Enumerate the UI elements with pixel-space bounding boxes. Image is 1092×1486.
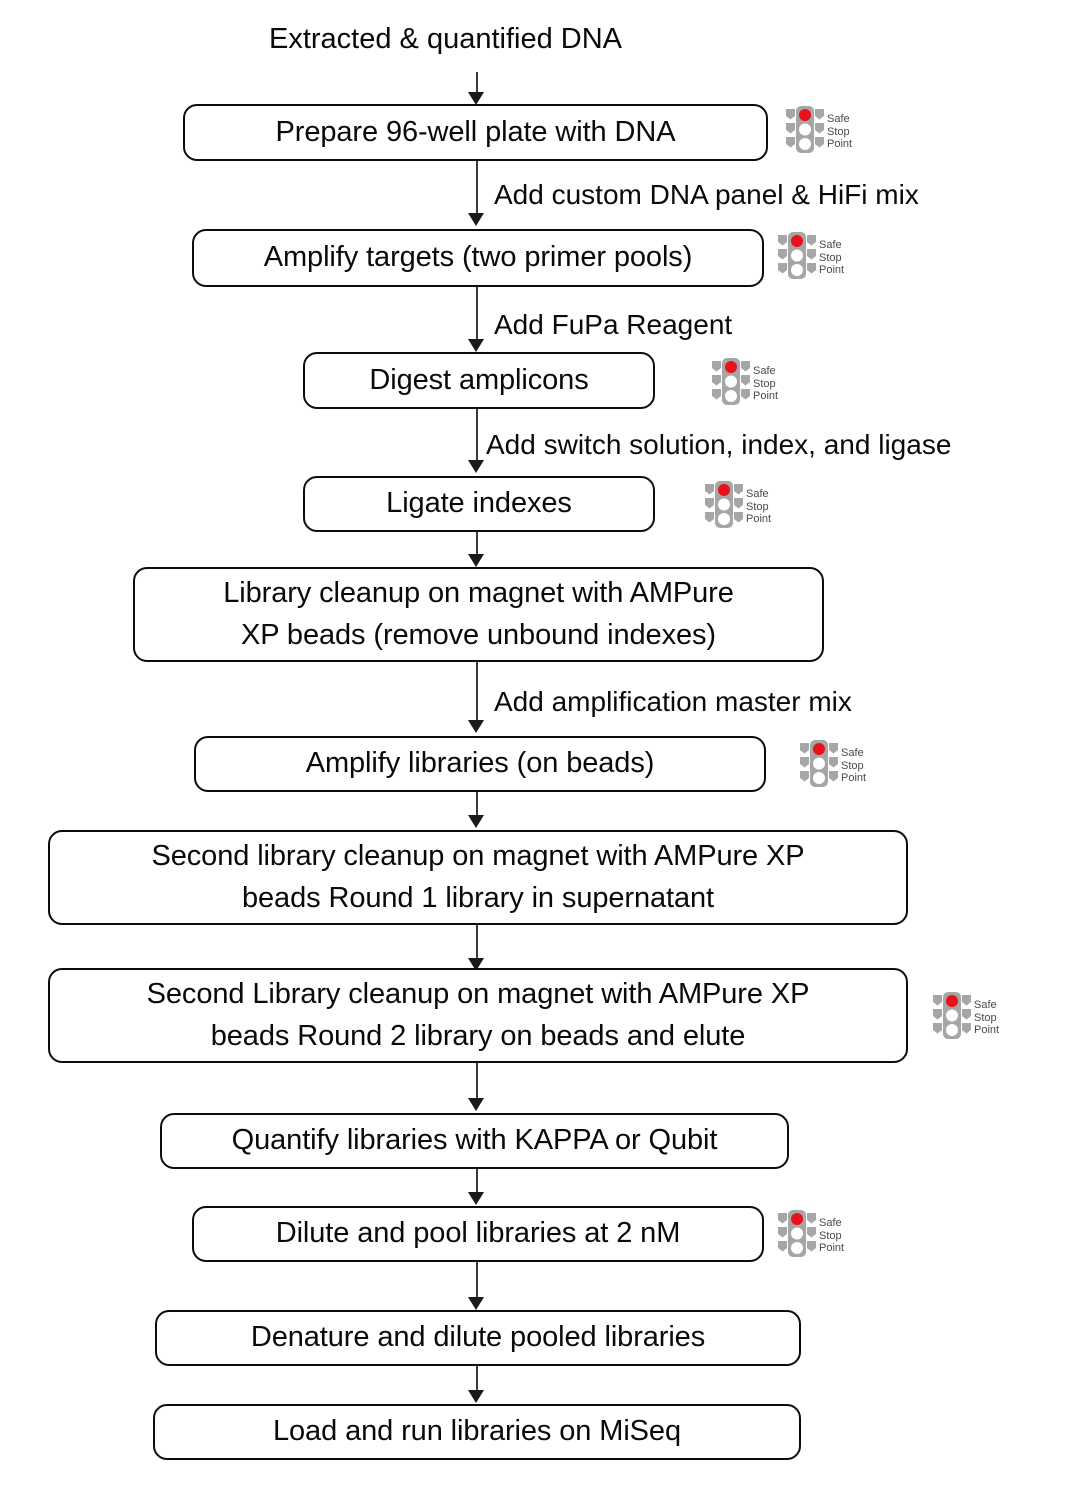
node-line-1: Second Library cleanup on magnet with AM…	[146, 978, 810, 1011]
arrowhead-n2-to-n3	[468, 339, 484, 352]
arrowhead-n11-to-n12	[468, 1390, 484, 1403]
edge-label-add-switch-solution: Add switch solution, index, and ligase	[486, 429, 952, 460]
badge-line-safe: Safe	[746, 487, 769, 500]
connector-n8-to-n9	[476, 1063, 478, 1103]
badge-line-stop: Stop	[974, 1011, 997, 1024]
arrowhead-n6-to-n7	[468, 815, 484, 828]
badge-line-point: Point	[819, 264, 845, 277]
safe-stop-point-text: Safe Stop Point	[841, 747, 866, 785]
safe-stop-point-text: Safe Stop Point	[753, 365, 778, 403]
connector-n11-to-n12	[476, 1366, 478, 1394]
badge-line-point: Point	[827, 138, 853, 151]
safe-stop-point-badge-n8: Safe Stop Point	[933, 992, 999, 1044]
start-label: Extracted & quantified DNA	[269, 23, 623, 55]
arrowhead-n10-to-n11	[468, 1297, 484, 1310]
edge-label-add-custom-dna-panel: Add custom DNA panel & HiFi mix	[494, 179, 919, 210]
badge-line-safe: Safe	[974, 998, 997, 1011]
connector-n1-to-n2	[476, 161, 478, 217]
badge-line-stop: Stop	[819, 1229, 842, 1242]
node-quantify-libraries[interactable]: Quantify libraries with KAPPA or Qubit	[160, 1113, 789, 1169]
safe-stop-point-badge-n1: Safe Stop Point	[786, 106, 852, 158]
connector-start-to-n1	[476, 72, 478, 96]
arrowhead-n7-to-n8	[468, 958, 484, 971]
node-line-2: XP beads (remove unbound indexes)	[241, 618, 716, 651]
arrowhead-start-to-n1	[468, 92, 484, 105]
arrowhead-n8-to-n9	[468, 1098, 484, 1111]
node-line-2: beads Round 2 library on beads and elute	[210, 1019, 746, 1052]
badge-line-point: Point	[841, 772, 867, 785]
safe-stop-point-text: Safe Stop Point	[746, 488, 771, 526]
badge-line-safe: Safe	[819, 238, 842, 251]
traffic-light-icon	[786, 106, 824, 158]
edge-label-add-amplification-master-mix: Add amplification master mix	[494, 686, 852, 717]
traffic-light-icon	[778, 232, 816, 284]
connector-n9-to-n10	[476, 1169, 478, 1197]
connector-n10-to-n11	[476, 1262, 478, 1302]
node-amplify-libraries-on-beads[interactable]: Amplify libraries (on beads)	[194, 736, 766, 792]
safe-stop-point-text: Safe Stop Point	[974, 999, 999, 1037]
node-dilute-and-pool-libraries[interactable]: Dilute and pool libraries at 2 nM	[192, 1206, 764, 1262]
node-line-2: beads Round 1 library in supernatant	[242, 881, 714, 914]
safe-stop-point-text: Safe Stop Point	[827, 113, 852, 151]
arrowhead-n4-to-n5	[468, 554, 484, 567]
safe-stop-point-text: Safe Stop Point	[819, 239, 844, 277]
node-ligate-indexes[interactable]: Ligate indexes	[303, 476, 655, 532]
traffic-light-icon	[778, 1210, 816, 1262]
badge-line-stop: Stop	[819, 251, 842, 264]
badge-line-safe: Safe	[753, 364, 776, 377]
safe-stop-point-text: Safe Stop Point	[819, 1217, 844, 1255]
safe-stop-point-badge-n3: Safe Stop Point	[712, 358, 778, 410]
node-label-multiline: Library cleanup on magnet with AMPure XP…	[223, 573, 734, 655]
arrowhead-n1-to-n2	[468, 213, 484, 226]
traffic-light-icon	[800, 740, 838, 792]
badge-line-safe: Safe	[827, 112, 850, 125]
safe-stop-point-badge-n10: Safe Stop Point	[778, 1210, 844, 1262]
badge-line-stop: Stop	[746, 500, 769, 513]
node-label-multiline: Second Library cleanup on magnet with AM…	[147, 974, 810, 1056]
badge-line-stop: Stop	[841, 759, 864, 772]
connector-n2-to-n3	[476, 287, 478, 343]
traffic-light-icon	[933, 992, 971, 1044]
edge-label-add-fupa-reagent: Add FuPa Reagent	[494, 309, 733, 340]
safe-stop-point-badge-n4: Safe Stop Point	[705, 481, 771, 533]
node-prepare-96-well-plate[interactable]: Prepare 96-well plate with DNA	[183, 104, 768, 161]
node-line-1: Library cleanup on magnet with AMPure	[223, 577, 734, 610]
traffic-light-icon	[705, 481, 743, 533]
badge-line-point: Point	[746, 513, 772, 526]
badge-line-point: Point	[753, 390, 779, 403]
arrowhead-n9-to-n10	[468, 1192, 484, 1205]
badge-line-safe: Safe	[841, 746, 864, 759]
arrowhead-n3-to-n4	[468, 460, 484, 473]
safe-stop-point-badge-n2: Safe Stop Point	[778, 232, 844, 284]
connector-n3-to-n4	[476, 409, 478, 464]
badge-line-safe: Safe	[819, 1216, 842, 1229]
node-line-1: Second library cleanup on magnet with AM…	[151, 840, 805, 873]
badge-line-point: Point	[819, 1242, 845, 1255]
connector-n5-to-n6	[476, 662, 478, 724]
badge-line-stop: Stop	[827, 125, 850, 138]
node-library-cleanup-ampure[interactable]: Library cleanup on magnet with AMPure XP…	[133, 567, 824, 662]
node-denature-and-dilute[interactable]: Denature and dilute pooled libraries	[155, 1310, 801, 1366]
arrowhead-n5-to-n6	[468, 720, 484, 733]
node-second-library-cleanup-round-1[interactable]: Second library cleanup on magnet with AM…	[48, 830, 908, 925]
node-amplify-targets[interactable]: Amplify targets (two primer pools)	[192, 229, 764, 287]
node-label-multiline: Second library cleanup on magnet with AM…	[152, 836, 805, 918]
safe-stop-point-badge-n6: Safe Stop Point	[800, 740, 866, 792]
badge-line-stop: Stop	[753, 377, 776, 390]
node-second-library-cleanup-round-2[interactable]: Second Library cleanup on magnet with AM…	[48, 968, 908, 1063]
connector-n7-to-n8	[476, 925, 478, 963]
connector-n6-to-n7	[476, 792, 478, 818]
connector-n4-to-n5	[476, 532, 478, 558]
badge-line-point: Point	[974, 1024, 1000, 1037]
traffic-light-icon	[712, 358, 750, 410]
node-load-and-run-miseq[interactable]: Load and run libraries on MiSeq	[153, 1404, 801, 1460]
node-digest-amplicons[interactable]: Digest amplicons	[303, 352, 655, 409]
